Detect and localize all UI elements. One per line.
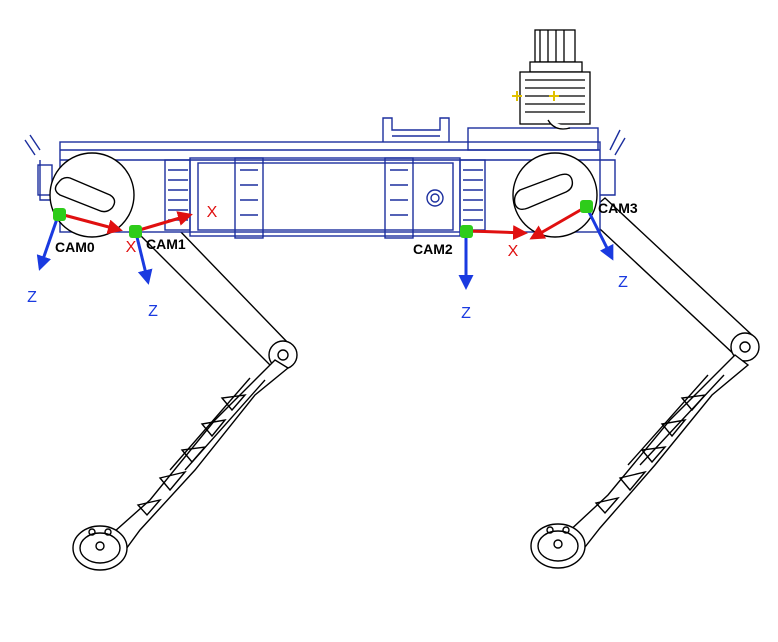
camera-frame-cam0: X Z CAM0 [27,208,137,306]
camera-frame-cam3: Z CAM3 [529,200,638,291]
cam2-label: CAM2 [413,241,453,257]
cam0-z-axis [36,215,60,271]
camera-frame-cam1: X Z CAM1 [129,204,218,320]
cam1-marker [129,225,142,238]
cam0-marker [53,208,66,221]
cam2-z-label: Z [461,305,471,322]
cam0-x-label: X [126,239,137,256]
sensor-module [512,29,591,130]
cam1-label: CAM1 [146,236,186,252]
cam1-x-label: X [207,204,218,221]
cam0-x-axis [59,212,123,235]
cam3-marker [580,200,593,213]
robot-body [24,117,626,239]
cam2-x-axis [469,225,528,241]
cam3-z-label: Z [618,274,628,291]
rear-hip [49,152,135,238]
camera-frame-cam2: X Z CAM2 [413,225,528,322]
cam3-label: CAM3 [598,200,638,216]
cam2-x-label: X [508,243,519,260]
cam2-marker [460,225,473,238]
cam1-z-label: Z [148,303,158,320]
cam0-z-label: Z [27,289,37,306]
cam1-x-axis [135,211,193,233]
front-leg [530,197,760,569]
cam0-label: CAM0 [55,239,95,255]
cam3-x-axis [529,206,585,240]
cam3-z-axis [586,209,614,261]
front-hip [512,152,598,238]
cam1-z-axis [134,232,153,285]
rear-leg [72,199,298,571]
